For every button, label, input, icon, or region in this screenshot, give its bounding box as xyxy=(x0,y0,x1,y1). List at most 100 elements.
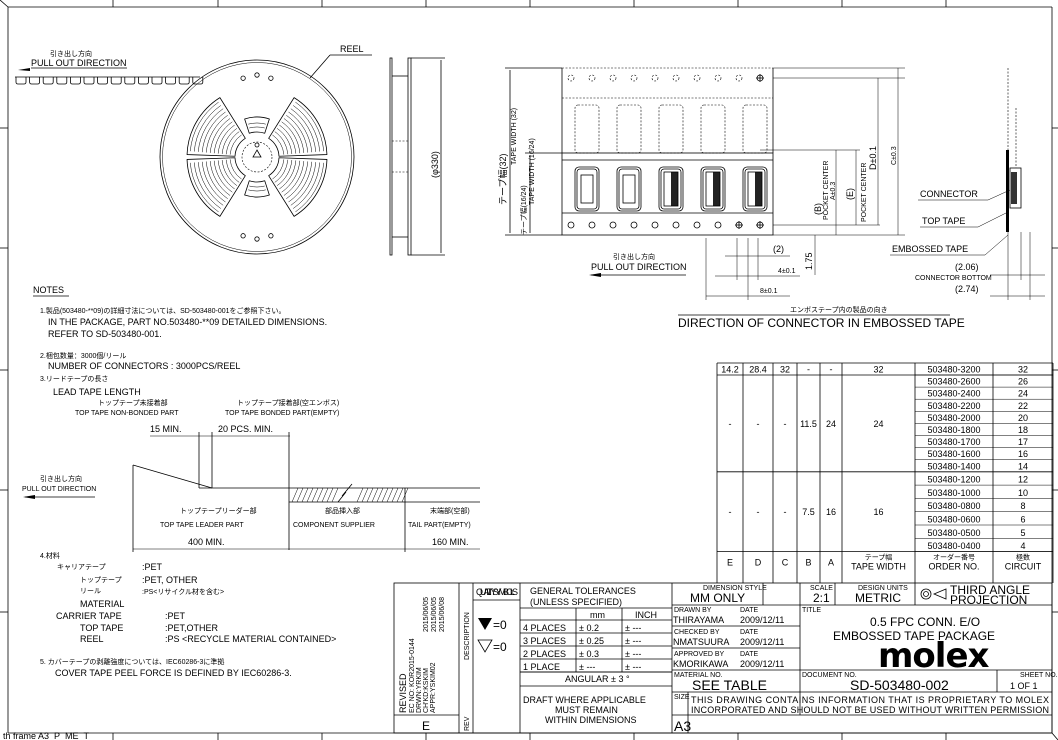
sprocket-hole xyxy=(567,221,575,229)
dim-1-75: 1.75 xyxy=(804,252,814,270)
lead-pull-en: PULL OUT DIRECTION xyxy=(22,486,96,493)
arrow-left-icon xyxy=(23,495,35,499)
carrier-en-value: :PET xyxy=(165,611,186,621)
cell-a: 16 xyxy=(826,507,836,517)
reel-lobe xyxy=(186,97,246,157)
cell-d: - xyxy=(757,507,760,517)
header-jp: 極数 xyxy=(1016,553,1030,562)
triangle-filled-icon xyxy=(478,618,492,630)
sprocket-hole xyxy=(672,74,680,82)
sheet-no-label: SHEET NO. xyxy=(1020,672,1058,679)
tolerance-inch: ± --- xyxy=(625,662,641,672)
cell-b: 11.5 xyxy=(800,419,817,429)
draft-line-1: DRAFT WHERE APPLICABLE xyxy=(523,695,646,705)
nonbonded-en: TOP TAPE NON-BONDED PART xyxy=(75,410,179,417)
tape-pocket xyxy=(574,166,600,212)
cell-circuit: 12 xyxy=(1018,475,1028,485)
cell-order-no: 503480-2200 xyxy=(927,401,980,411)
dim-15-min: 15 MIN. xyxy=(150,424,182,434)
dim-4: 4±0.1 xyxy=(778,268,796,275)
tolerance-places: 4 PLACES xyxy=(523,623,566,633)
cell-d: 28.4 xyxy=(749,365,767,375)
column-header: D xyxy=(755,558,762,568)
angular-tolerance: ANGULAR ± 3 ° xyxy=(565,674,630,684)
sprocket-hole xyxy=(609,221,617,229)
cell-c: - xyxy=(784,507,787,517)
cell-b: 7.5 xyxy=(802,507,815,517)
tolerance-inch: ± --- xyxy=(625,636,641,646)
tape-width-en-1624: TAPE WIDTH (16/24) xyxy=(529,138,536,205)
proprietary-line-2: INCORPORATED AND SHOULD NOT BE USED WITH… xyxy=(691,705,1049,715)
tolerance-row: 3 PLACES± 0.25± --- xyxy=(523,636,641,646)
tolerance-row: 1 PLACE± ---± --- xyxy=(523,662,641,672)
reel-label: REEL xyxy=(340,44,364,54)
document-no: SD-503480-002 xyxy=(850,677,949,693)
table-row: 503480-1400 14 xyxy=(927,461,1028,471)
leader-en: TOP TAPE LEADER PART xyxy=(160,522,244,529)
reel-lobe-small xyxy=(244,116,270,134)
sprocket-hole xyxy=(630,221,638,229)
revision-value: E xyxy=(422,719,430,733)
description-label: DESCRIPTION xyxy=(464,612,471,660)
sprocket-hole xyxy=(588,74,596,82)
reel-lobe xyxy=(186,157,246,217)
note-5-jp: 5. カバーテープの剥離強度については、IEC60286-3に準拠 xyxy=(40,657,224,666)
toptape-jp: トップテープ xyxy=(80,576,122,584)
dim-400-min: 400 MIN. xyxy=(188,537,225,547)
projection-line-2: PROJECTION xyxy=(950,593,1027,607)
connector-in-pocket xyxy=(671,172,678,206)
arrow-left-icon xyxy=(589,273,601,277)
cell-order-no: 503480-1400 xyxy=(927,461,980,471)
revised-drawn: DRWN:YRKIM xyxy=(416,667,423,713)
cell-circuit: 17 xyxy=(1018,437,1028,447)
triangle-icon xyxy=(252,149,262,158)
sprocket-hole xyxy=(714,74,722,82)
approved-by-label: APPROVED BY xyxy=(674,651,725,658)
dimension-style-label: DIMENSION STYLE xyxy=(703,585,767,592)
draft-line-3: WITHIN DIMENSIONS xyxy=(545,715,637,725)
reel-jp: リール xyxy=(80,588,101,595)
cell-order-no: 503480-1200 xyxy=(927,475,980,485)
tape-pocket xyxy=(616,166,642,212)
column-header: CIRCUIT xyxy=(1005,562,1042,572)
toptape-en-value: :PET,OTHER xyxy=(165,623,219,633)
scale-label: SCALE xyxy=(810,585,833,592)
top-tape-label: TOP TAPE xyxy=(922,216,965,226)
cell-order-no: 503480-0800 xyxy=(927,501,980,511)
cell-order-no: 503480-1800 xyxy=(927,425,980,435)
carrier-en: CARRIER TAPE xyxy=(56,611,122,621)
sprocket-hole xyxy=(609,74,617,82)
projection-icon xyxy=(932,588,947,600)
ec-number: EC NO: KOR2015-0144 xyxy=(409,638,416,713)
reel-jp-value: :PS<リサイクル材を含む> xyxy=(142,587,224,596)
cell-order-no: 503480-2400 xyxy=(927,389,980,399)
quality-symbols-label: QUALITY SYMBOLS xyxy=(476,587,518,597)
approved-date-label: DATE xyxy=(740,651,758,658)
document-no-label: DOCUMENT NO. xyxy=(802,672,857,679)
pull-direction-en: PULL OUT DIRECTION xyxy=(31,58,127,68)
approved-date: 2009/12/11 xyxy=(740,659,784,669)
cell-order-no: 503480-2000 xyxy=(927,413,980,423)
cell-circuit: 22 xyxy=(1018,401,1028,411)
cell-a: - xyxy=(830,365,833,375)
title-label: TITLE xyxy=(802,607,821,614)
dim-2: (2) xyxy=(773,244,784,254)
sprocket-hole xyxy=(567,74,575,82)
tape-pull-en: PULL OUT DIRECTION xyxy=(591,262,687,272)
note-1-en: IN THE PACKAGE, PART NO.503480-**09 DETA… xyxy=(48,317,327,327)
cell-e: - xyxy=(729,419,732,429)
dim-20-pcs: 20 PCS. MIN. xyxy=(218,424,273,434)
cell-circuit: 14 xyxy=(1018,461,1028,471)
connector-in-pocket xyxy=(713,172,720,206)
nonbonded-jp: トップテープ未接着部 xyxy=(98,398,168,407)
connector-in-pocket xyxy=(755,172,762,206)
tolerance-inch: ± --- xyxy=(625,649,641,659)
material-no: SEE TABLE xyxy=(692,677,767,693)
leader-jp: トップテープリーダー部 xyxy=(180,506,257,515)
header-jp: オーダー番号 xyxy=(933,553,975,562)
molex-logo: molex xyxy=(878,636,990,676)
inch-label: INCH xyxy=(635,610,657,620)
